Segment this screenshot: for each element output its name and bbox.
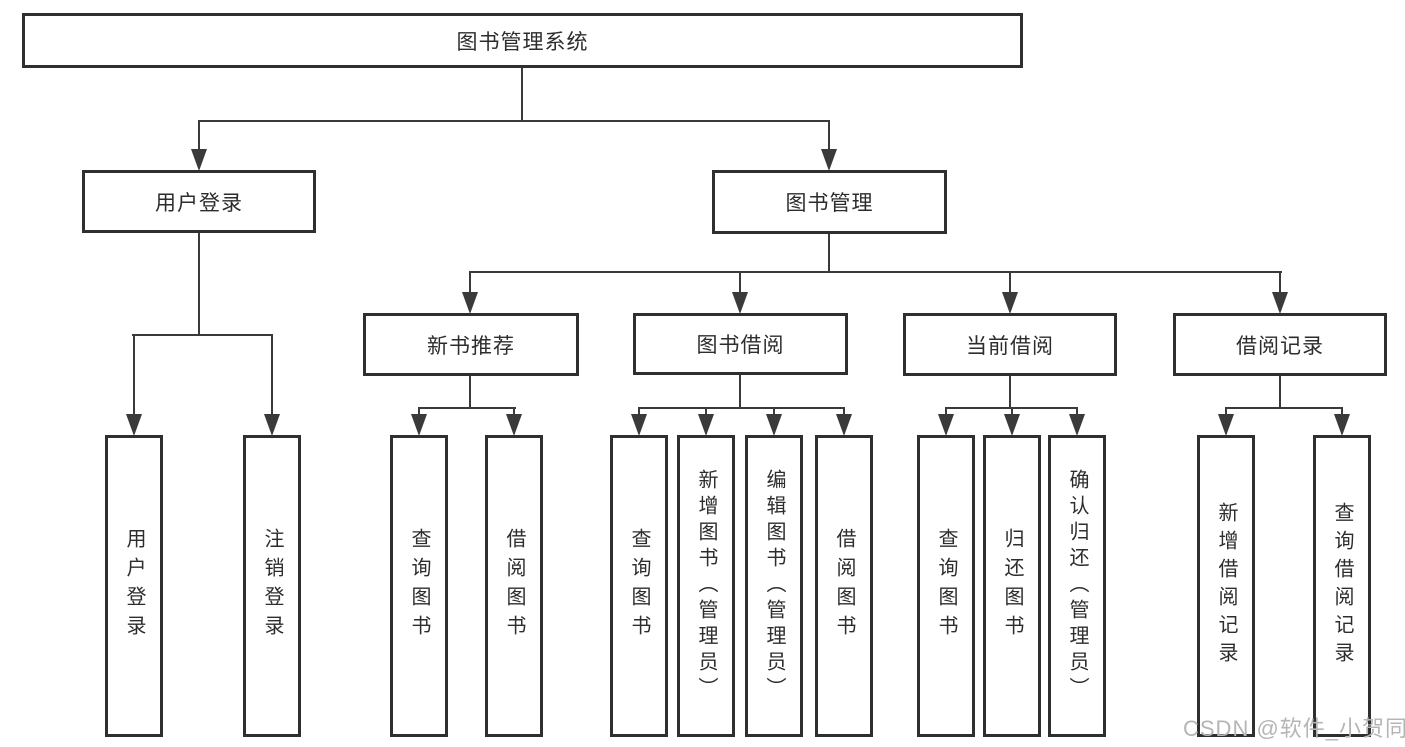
connector-vline — [1279, 271, 1281, 295]
connector-vline — [773, 407, 775, 418]
arrow-down-icon — [462, 292, 478, 314]
connector-vline — [1225, 407, 1227, 418]
connector-vline — [1011, 407, 1013, 418]
connector-vline — [1076, 407, 1078, 418]
watermark: CSDN @软件_小贺同学 — [1183, 716, 1405, 741]
leaf-confirm-return-admin: 确认归还（管理员） — [1048, 435, 1106, 737]
arrow-down-icon — [836, 414, 852, 436]
leaf-recommend-query-book-label: 查询图书 — [408, 528, 430, 644]
node-borrow-record: 借阅记录 — [1173, 313, 1387, 376]
node-root: 图书管理系统 — [22, 13, 1023, 68]
arrow-down-icon — [1004, 414, 1020, 436]
connector-vline — [133, 334, 135, 417]
leaf-user-login-label: 用户登录 — [123, 528, 145, 644]
leaf-edit-book-admin-label: 编辑图书（管理员） — [763, 469, 785, 703]
connector-hline — [1225, 407, 1343, 409]
arrow-down-icon — [766, 414, 782, 436]
leaf-current-query-book: 查询图书 — [917, 435, 975, 737]
connector-vline — [739, 375, 741, 409]
connector-vline — [469, 376, 471, 409]
leaf-current-query-book-label: 查询图书 — [935, 528, 957, 644]
leaf-edit-book-admin: 编辑图书（管理员） — [745, 435, 803, 737]
arrow-down-icon — [191, 149, 207, 171]
leaf-return-book: 归还图书 — [983, 435, 1041, 737]
connector-vline — [828, 234, 830, 273]
arrow-down-icon — [411, 414, 427, 436]
node-user-login-label: 用户登录 — [155, 191, 243, 215]
node-current-borrow: 当前借阅 — [903, 313, 1117, 376]
arrow-down-icon — [264, 414, 280, 436]
leaf-add-borrow-record: 新增借阅记录 — [1197, 435, 1255, 737]
connector-vline — [739, 271, 741, 295]
node-new-book-recommend: 新书推荐 — [363, 313, 579, 376]
leaf-logout-label: 注销登录 — [261, 528, 283, 644]
connector-vline — [513, 407, 515, 418]
node-book-borrow-label: 图书借阅 — [696, 334, 785, 357]
connector-vline — [418, 407, 420, 418]
arrow-down-icon — [1272, 292, 1288, 314]
leaf-borrow-book: 借阅图书 — [815, 435, 873, 737]
connector-vline — [945, 407, 947, 418]
arrow-down-icon — [1334, 414, 1350, 436]
connector-vline — [1009, 376, 1011, 409]
leaf-borrow-book-label: 借阅图书 — [833, 528, 855, 644]
arrow-down-icon — [1069, 414, 1085, 436]
connector-hline — [198, 120, 830, 122]
connector-vline — [521, 68, 523, 122]
leaf-return-book-label: 归还图书 — [1001, 528, 1023, 644]
arrow-down-icon — [821, 149, 837, 171]
leaf-recommend-borrow-book-label: 借阅图书 — [503, 528, 525, 644]
node-book-management: 图书管理 — [712, 170, 947, 234]
arrow-down-icon — [126, 414, 142, 436]
leaf-add-borrow-record-label: 新增借阅记录 — [1215, 502, 1237, 670]
leaf-logout: 注销登录 — [243, 435, 301, 737]
connector-vline — [705, 407, 707, 418]
leaf-recommend-borrow-book: 借阅图书 — [485, 435, 543, 737]
node-borrow-record-label: 借阅记录 — [1236, 334, 1324, 358]
node-new-book-recommend-label: 新书推荐 — [427, 334, 515, 358]
arrow-down-icon — [506, 414, 522, 436]
arrow-down-icon — [732, 292, 748, 314]
leaf-confirm-return-admin-label: 确认归还（管理员） — [1066, 469, 1088, 703]
connector-vline — [469, 271, 471, 295]
arrow-down-icon — [1218, 414, 1234, 436]
node-book-management-label: 图书管理 — [785, 192, 874, 215]
arrow-down-icon — [938, 414, 954, 436]
arrow-down-icon — [1002, 292, 1018, 314]
node-user-login: 用户登录 — [82, 170, 316, 233]
connector-vline — [271, 334, 273, 417]
connector-hline — [638, 407, 845, 409]
leaf-add-book-admin: 新增图书（管理员） — [677, 435, 735, 737]
connector-vline — [198, 120, 200, 152]
connector-vline — [1009, 271, 1011, 295]
leaf-query-borrow-record-label: 查询借阅记录 — [1331, 502, 1353, 670]
leaf-recommend-query-book: 查询图书 — [390, 435, 448, 737]
connector-hline — [418, 407, 516, 409]
connector-vline — [1279, 376, 1281, 409]
node-root-label: 图书管理系统 — [456, 30, 589, 54]
arrow-down-icon — [631, 414, 647, 436]
connector-hline — [469, 271, 1282, 273]
connector-vline — [198, 233, 200, 336]
node-book-borrow: 图书借阅 — [633, 313, 848, 375]
connector-hline — [132, 334, 273, 336]
connector-vline — [638, 407, 640, 418]
arrow-down-icon — [698, 414, 714, 436]
leaf-borrow-query-book-label: 查询图书 — [628, 528, 650, 644]
node-current-borrow-label: 当前借阅 — [966, 334, 1054, 358]
leaf-user-login: 用户登录 — [105, 435, 163, 737]
connector-vline — [828, 120, 830, 152]
connector-vline — [843, 407, 845, 418]
connector-vline — [1341, 407, 1343, 418]
leaf-add-book-admin-label: 新增图书（管理员） — [695, 469, 717, 703]
leaf-borrow-query-book: 查询图书 — [610, 435, 668, 737]
leaf-query-borrow-record: 查询借阅记录 — [1313, 435, 1371, 737]
